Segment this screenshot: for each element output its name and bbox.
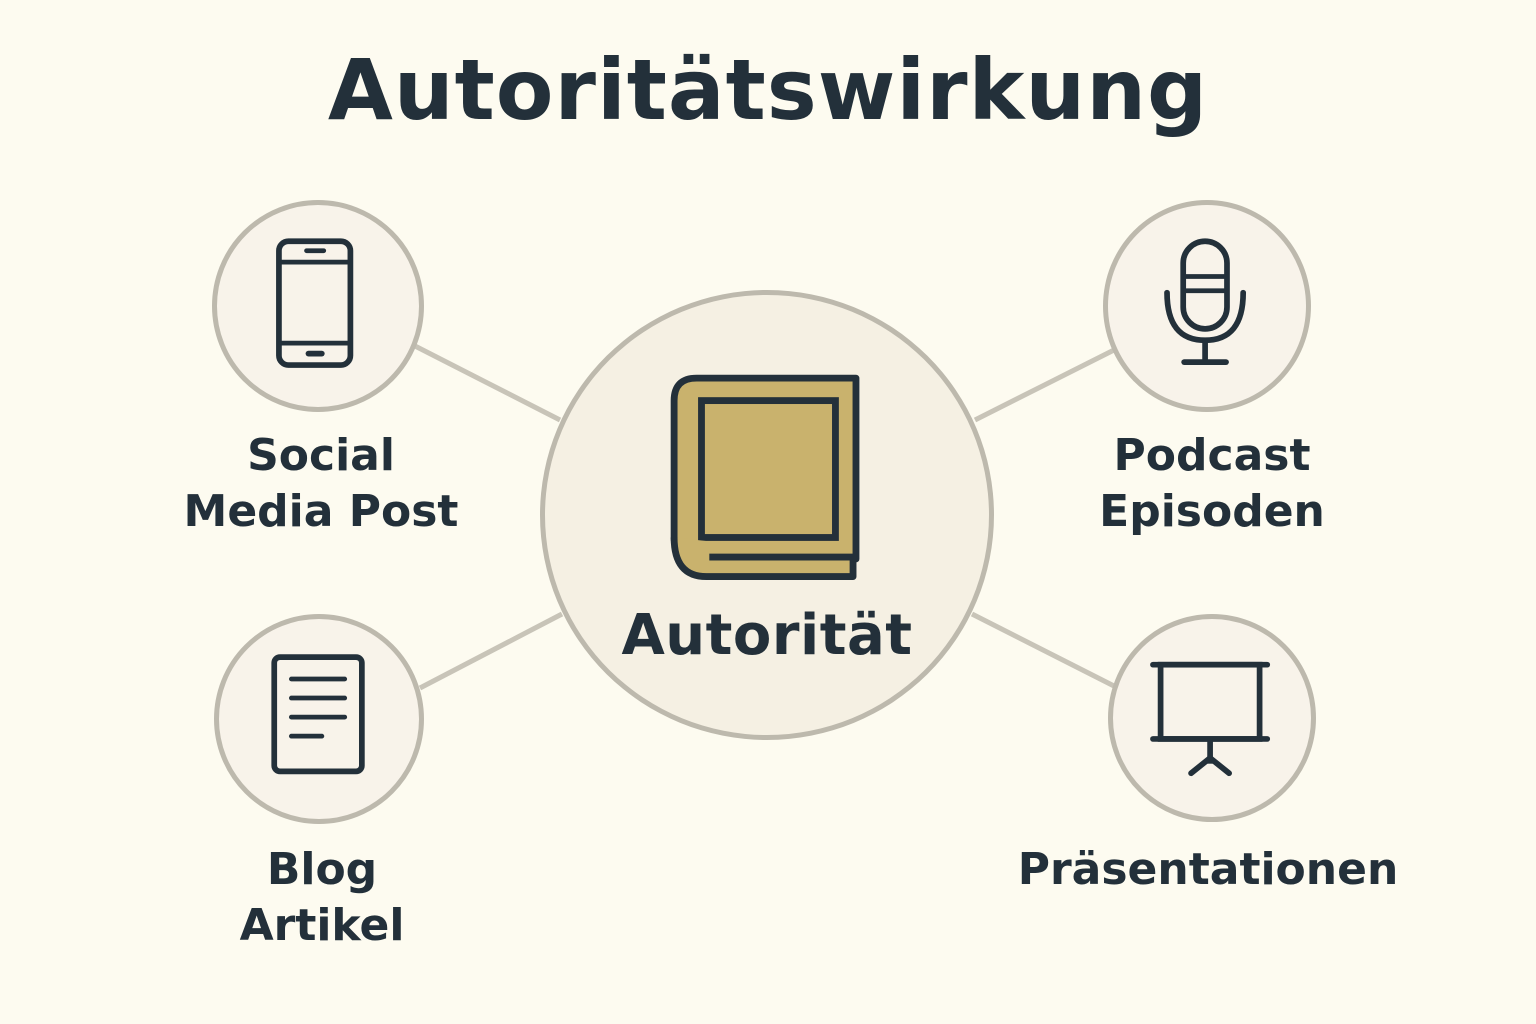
node-social-media — [212, 200, 424, 412]
book-icon — [670, 374, 860, 581]
center-label: Autorität — [621, 603, 913, 668]
connector-social — [413, 343, 562, 423]
connector-blog — [418, 611, 564, 691]
label-social-media: Social Media Post — [183, 430, 459, 537]
label-presentation: Präsentationen — [1017, 844, 1399, 895]
connector-presentation — [970, 611, 1116, 689]
diagram-title: Autoritätswirkung — [327, 41, 1209, 139]
node-blog — [214, 614, 424, 824]
projector-screen-icon — [1150, 661, 1271, 777]
node-presentation — [1108, 614, 1316, 822]
microphone-icon — [1164, 238, 1247, 366]
node-podcast — [1103, 200, 1311, 412]
center-node: Autorität — [540, 290, 994, 740]
document-icon — [271, 654, 365, 775]
connector-podcast — [973, 347, 1116, 423]
label-podcast: Podcast Episoden — [1099, 430, 1325, 537]
smartphone-icon — [276, 238, 354, 368]
label-blog: Blog Artikel — [239, 844, 405, 951]
